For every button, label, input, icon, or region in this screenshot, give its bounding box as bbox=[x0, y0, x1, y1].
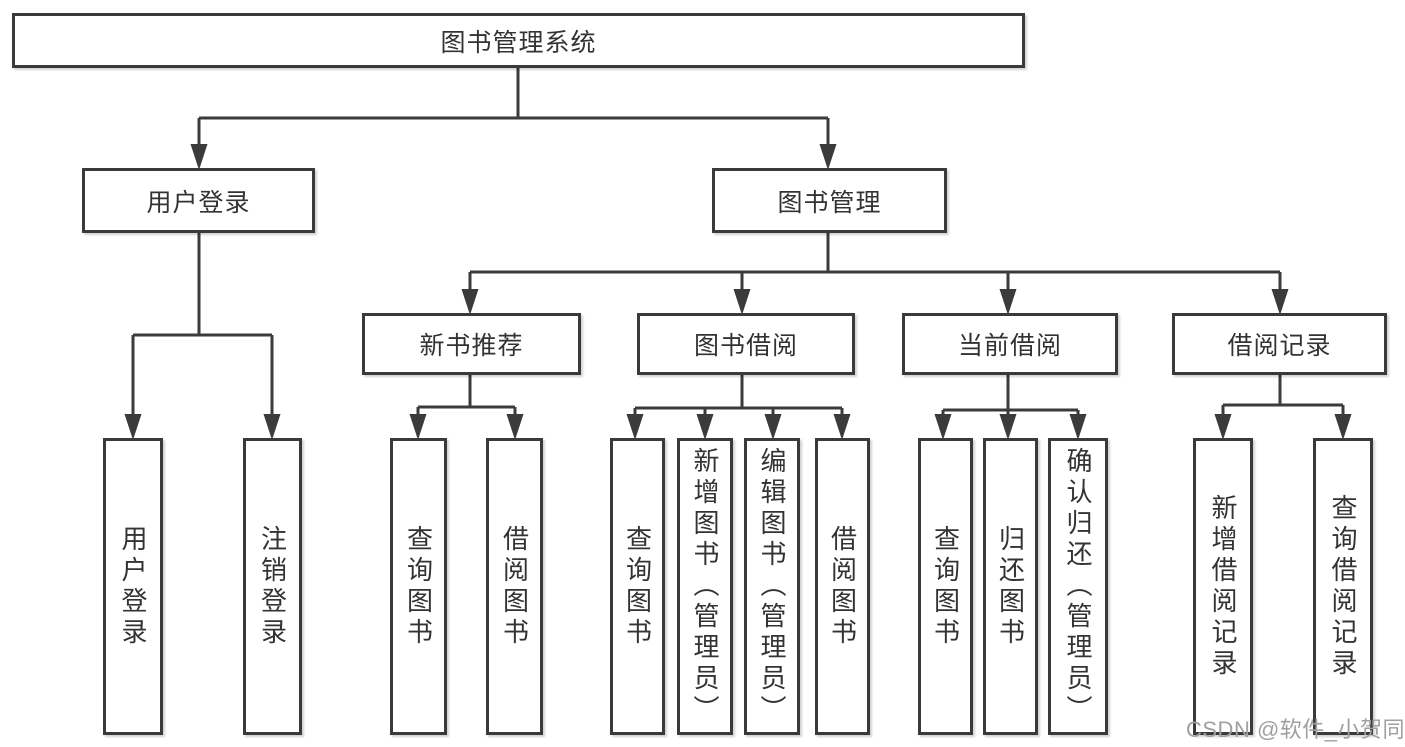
node-user-login: 用户登录 bbox=[82, 168, 315, 233]
arrow-icon bbox=[696, 414, 714, 440]
arrow-icon bbox=[833, 414, 851, 440]
arrow-icon bbox=[461, 289, 479, 315]
leaf-return-books-label: 归还图书 bbox=[995, 524, 1026, 649]
node-book-management-label: 图书管理 bbox=[777, 188, 882, 217]
node-current-borrowing: 当前借阅 bbox=[902, 313, 1118, 375]
leaf-query-books-2-label: 查询图书 bbox=[622, 524, 653, 649]
arrow-icon bbox=[626, 414, 644, 440]
arrow-icon bbox=[733, 289, 751, 315]
node-new-book-recommend-label: 新书推荐 bbox=[419, 332, 524, 360]
leaf-query-books-3-label: 查询图书 bbox=[930, 524, 961, 649]
leaf-return-books: 归还图书 bbox=[983, 438, 1038, 735]
node-library-system: 图书管理系统 bbox=[12, 13, 1025, 68]
leaf-edit-books-admin: 编辑图书（管理员） bbox=[744, 438, 800, 735]
arrow-icon bbox=[1069, 414, 1087, 440]
leaf-query-borrow-record-label: 查询借阅记录 bbox=[1328, 493, 1358, 680]
leaf-borrow-books-2: 借阅图书 bbox=[815, 438, 870, 735]
watermark: CSDN @软件_小贺同学 bbox=[1186, 717, 1405, 742]
arrow-icon bbox=[263, 414, 281, 440]
leaf-borrow-books-2-label: 借阅图书 bbox=[827, 524, 858, 649]
leaf-add-borrow-record-label: 新增借阅记录 bbox=[1208, 493, 1238, 680]
arrow-icon bbox=[124, 414, 142, 440]
leaf-edit-books-admin-label: 编辑图书（管理员） bbox=[757, 447, 787, 726]
leaf-add-books-admin: 新增图书（管理员） bbox=[677, 438, 733, 735]
node-user-login-label: 用户登录 bbox=[146, 188, 251, 217]
leaf-user-login: 用户登录 bbox=[103, 438, 163, 735]
leaf-query-books-3: 查询图书 bbox=[918, 438, 973, 735]
leaf-confirm-return-admin: 确认归还（管理员） bbox=[1048, 438, 1108, 735]
leaf-logout-login-label: 注销登录 bbox=[257, 524, 288, 649]
arrow-icon bbox=[1271, 289, 1289, 315]
node-current-borrowing-label: 当前借阅 bbox=[957, 332, 1062, 360]
leaf-query-books-1: 查询图书 bbox=[390, 438, 447, 735]
arrow-icon bbox=[1334, 414, 1352, 440]
leaf-user-login-label: 用户登录 bbox=[118, 524, 148, 649]
leaf-query-books-2: 查询图书 bbox=[610, 438, 665, 735]
node-new-book-recommend: 新书推荐 bbox=[362, 313, 581, 375]
arrow-icon bbox=[190, 144, 208, 170]
leaf-borrow-books-1-label: 借阅图书 bbox=[499, 524, 530, 649]
arrow-icon bbox=[506, 414, 524, 440]
node-book-borrowing: 图书借阅 bbox=[637, 313, 855, 375]
node-borrowing-records-label: 借阅记录 bbox=[1227, 332, 1332, 360]
arrow-icon bbox=[764, 414, 782, 440]
arrow-icon bbox=[999, 289, 1017, 315]
leaf-confirm-return-admin-label: 确认归还（管理员） bbox=[1063, 447, 1093, 726]
arrow-icon bbox=[934, 414, 952, 440]
arrowheads bbox=[124, 144, 1352, 440]
leaf-borrow-books-1: 借阅图书 bbox=[486, 438, 543, 735]
leaf-query-borrow-record: 查询借阅记录 bbox=[1313, 438, 1373, 735]
arrow-icon bbox=[1214, 414, 1232, 440]
arrow-icon bbox=[819, 144, 837, 170]
leaf-add-borrow-record: 新增借阅记录 bbox=[1193, 438, 1253, 735]
leaf-logout-login: 注销登录 bbox=[243, 438, 302, 735]
leaf-query-books-1-label: 查询图书 bbox=[403, 524, 434, 649]
leaf-add-books-admin-label: 新增图书（管理员） bbox=[690, 447, 720, 726]
node-book-borrowing-label: 图书借阅 bbox=[693, 332, 798, 360]
arrow-icon bbox=[999, 414, 1017, 440]
node-book-management: 图书管理 bbox=[712, 168, 947, 233]
node-library-system-label: 图书管理系统 bbox=[440, 28, 597, 57]
arrow-icon bbox=[409, 414, 427, 440]
node-borrowing-records: 借阅记录 bbox=[1172, 313, 1387, 375]
